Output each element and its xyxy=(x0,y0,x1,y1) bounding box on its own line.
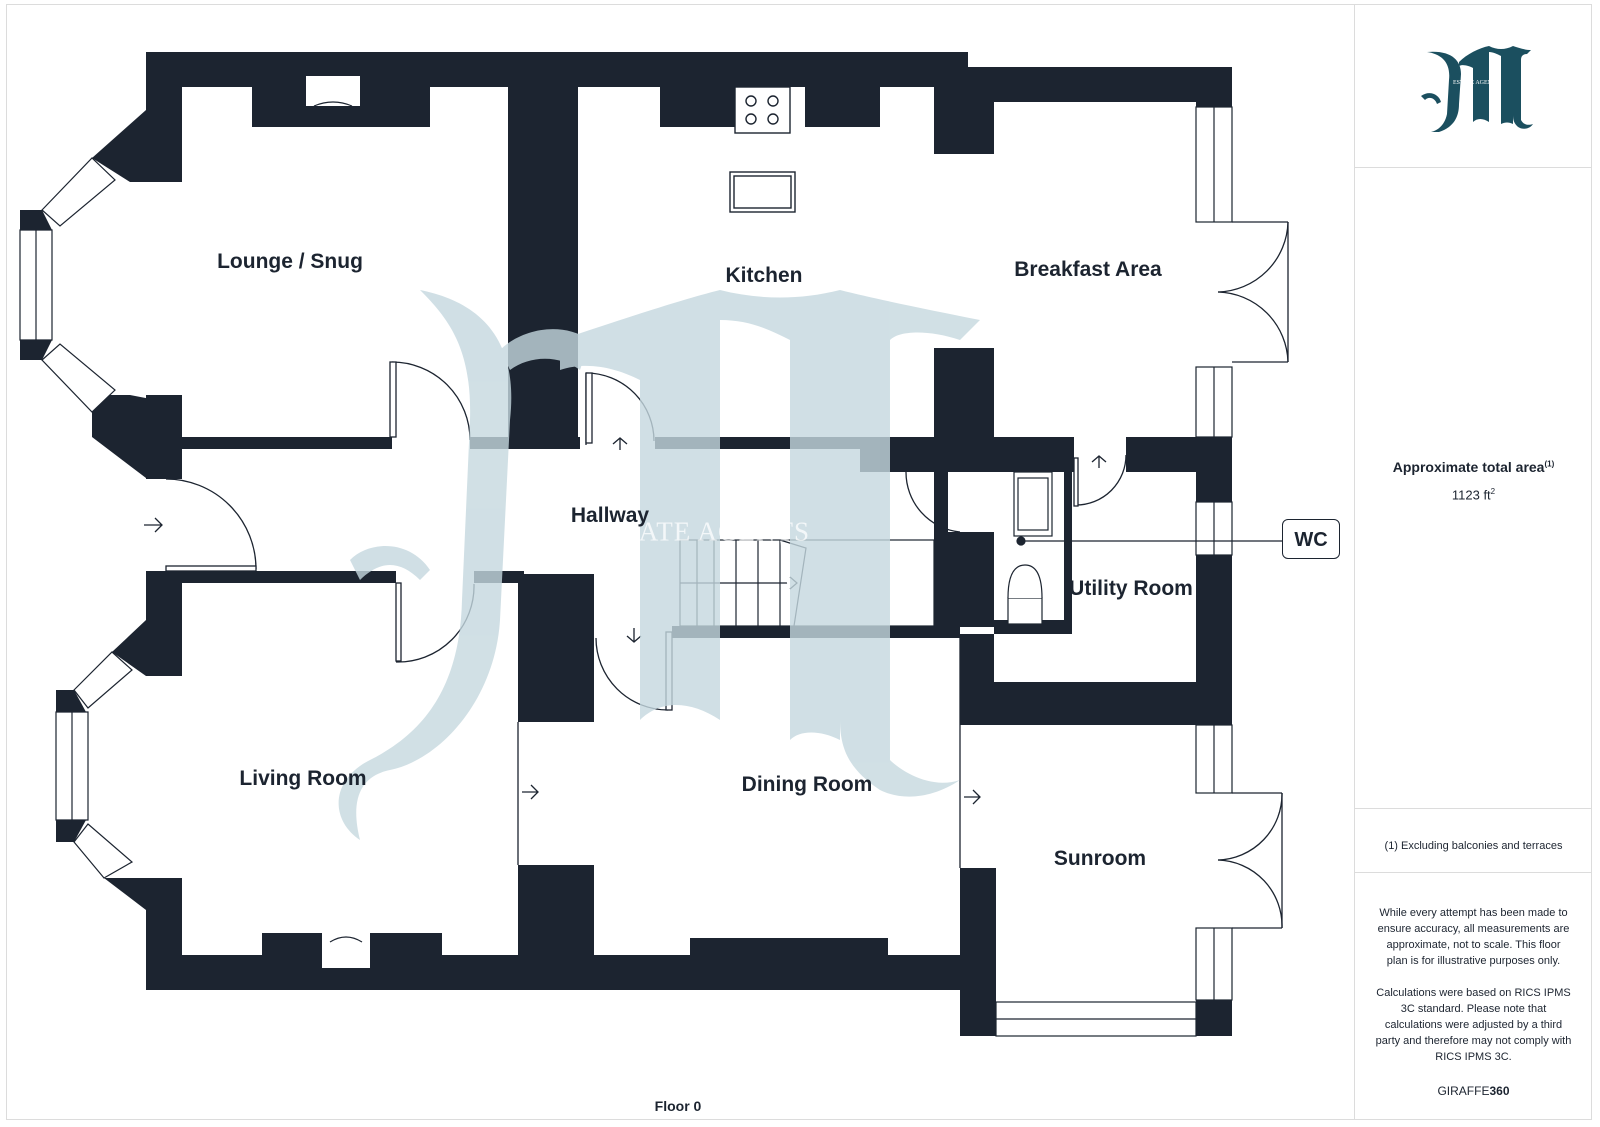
wc-callout: WC xyxy=(1282,519,1340,559)
kitchen-fixtures xyxy=(729,86,796,213)
arrows xyxy=(144,437,1107,805)
brand-mark: GIRAFFE360 xyxy=(1437,1084,1510,1098)
area-value: 1123 ft2 xyxy=(1451,487,1496,503)
room-label-living-room: Living Room xyxy=(239,767,367,790)
logo-monogram-icon: ESTATE AGENTS xyxy=(1421,46,1533,133)
windows xyxy=(19,106,1233,1037)
logo: ESTATE AGENTS xyxy=(1355,4,1593,167)
top-wall xyxy=(146,52,968,87)
page-frame xyxy=(6,4,1592,1120)
bottom-wall xyxy=(146,955,960,990)
floor-plan: ESTATE AGENTS Lounge / Snug Kitchen Brea… xyxy=(19,52,1340,1114)
disclaimer-accuracy: While every attempt has been made to ens… xyxy=(1377,907,1570,967)
floor-label: Floor 0 xyxy=(654,1098,702,1114)
hob xyxy=(734,86,791,134)
watermark-monogram xyxy=(338,290,980,840)
room-label-breakfast-area: Breakfast Area xyxy=(1014,258,1162,281)
room-label-dining-room: Dining Room xyxy=(741,773,873,796)
info-panel: ESTATE AGENTS Approximate total area(1) … xyxy=(1354,4,1592,1120)
panel-divider xyxy=(1355,872,1592,873)
floor-plan-drawing xyxy=(19,52,1289,1037)
area-heading: Approximate total area(1) xyxy=(1392,459,1555,475)
svg-text:ESTATE AGENTS: ESTATE AGENTS xyxy=(1453,80,1499,86)
panel-divider xyxy=(1355,167,1592,168)
stair-block xyxy=(518,574,594,722)
room-label-kitchen: Kitchen xyxy=(725,264,803,287)
watermark-text: ESTATE AGENTS xyxy=(589,516,811,547)
room-label-lounge-snug: Lounge / Snug xyxy=(217,250,363,273)
panel-divider xyxy=(1355,808,1592,809)
disclaimer-calculations: Calculations were based on RICS IPMS 3C … xyxy=(1375,987,1572,1063)
fireplaces xyxy=(313,101,363,943)
room-label-sunroom: Sunroom xyxy=(1053,847,1147,870)
room-label-utility-room: Utility Room xyxy=(1069,577,1193,600)
walls xyxy=(20,52,1232,1036)
disclaimer: While every attempt has been made to ens… xyxy=(1375,905,1572,1081)
wc-fixtures xyxy=(1007,471,1282,625)
spine-wall xyxy=(508,87,578,447)
room-label-hallway: Hallway xyxy=(570,504,650,527)
footnote: (1) Excluding balconies and terraces xyxy=(1384,840,1563,852)
top-wall-right xyxy=(968,67,1232,102)
